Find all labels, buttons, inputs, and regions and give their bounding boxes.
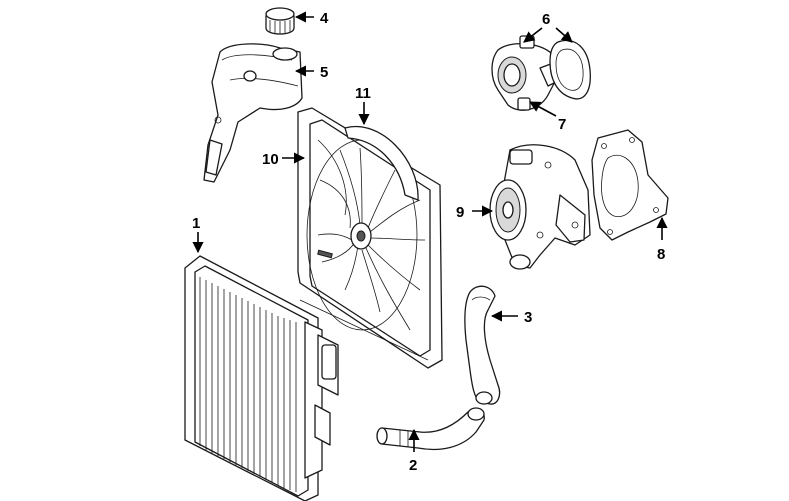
callout-3: 3 <box>524 309 532 326</box>
cooling-fan <box>306 125 419 331</box>
radiator <box>184 255 339 501</box>
callout-11: 11 <box>355 85 371 102</box>
callout-8: 8 <box>657 246 665 263</box>
leader-7 <box>529 101 557 117</box>
callout-5: 5 <box>320 64 328 81</box>
lower-hose <box>376 407 485 451</box>
callout-labels: 1 2 3 4 5 6 7 8 9 10 11 <box>192 10 665 474</box>
callout-9: 9 <box>456 204 464 221</box>
callout-6: 6 <box>542 11 550 28</box>
callout-1: 1 <box>192 215 200 232</box>
leader-6b <box>555 27 573 43</box>
thermostat-gasket <box>549 39 591 100</box>
reservoir-cap <box>265 7 295 35</box>
callout-4: 4 <box>320 10 329 27</box>
water-pump <box>489 144 591 270</box>
callout-7: 7 <box>558 116 566 133</box>
coolant-reservoir <box>203 43 303 183</box>
leader-6a <box>523 27 543 43</box>
thermostat-housing <box>491 35 561 111</box>
leader-lines <box>192 11 668 452</box>
callout-10: 10 <box>262 151 279 168</box>
water-pump-gasket <box>591 129 669 241</box>
upper-hose <box>464 285 501 405</box>
callout-2: 2 <box>409 457 417 474</box>
